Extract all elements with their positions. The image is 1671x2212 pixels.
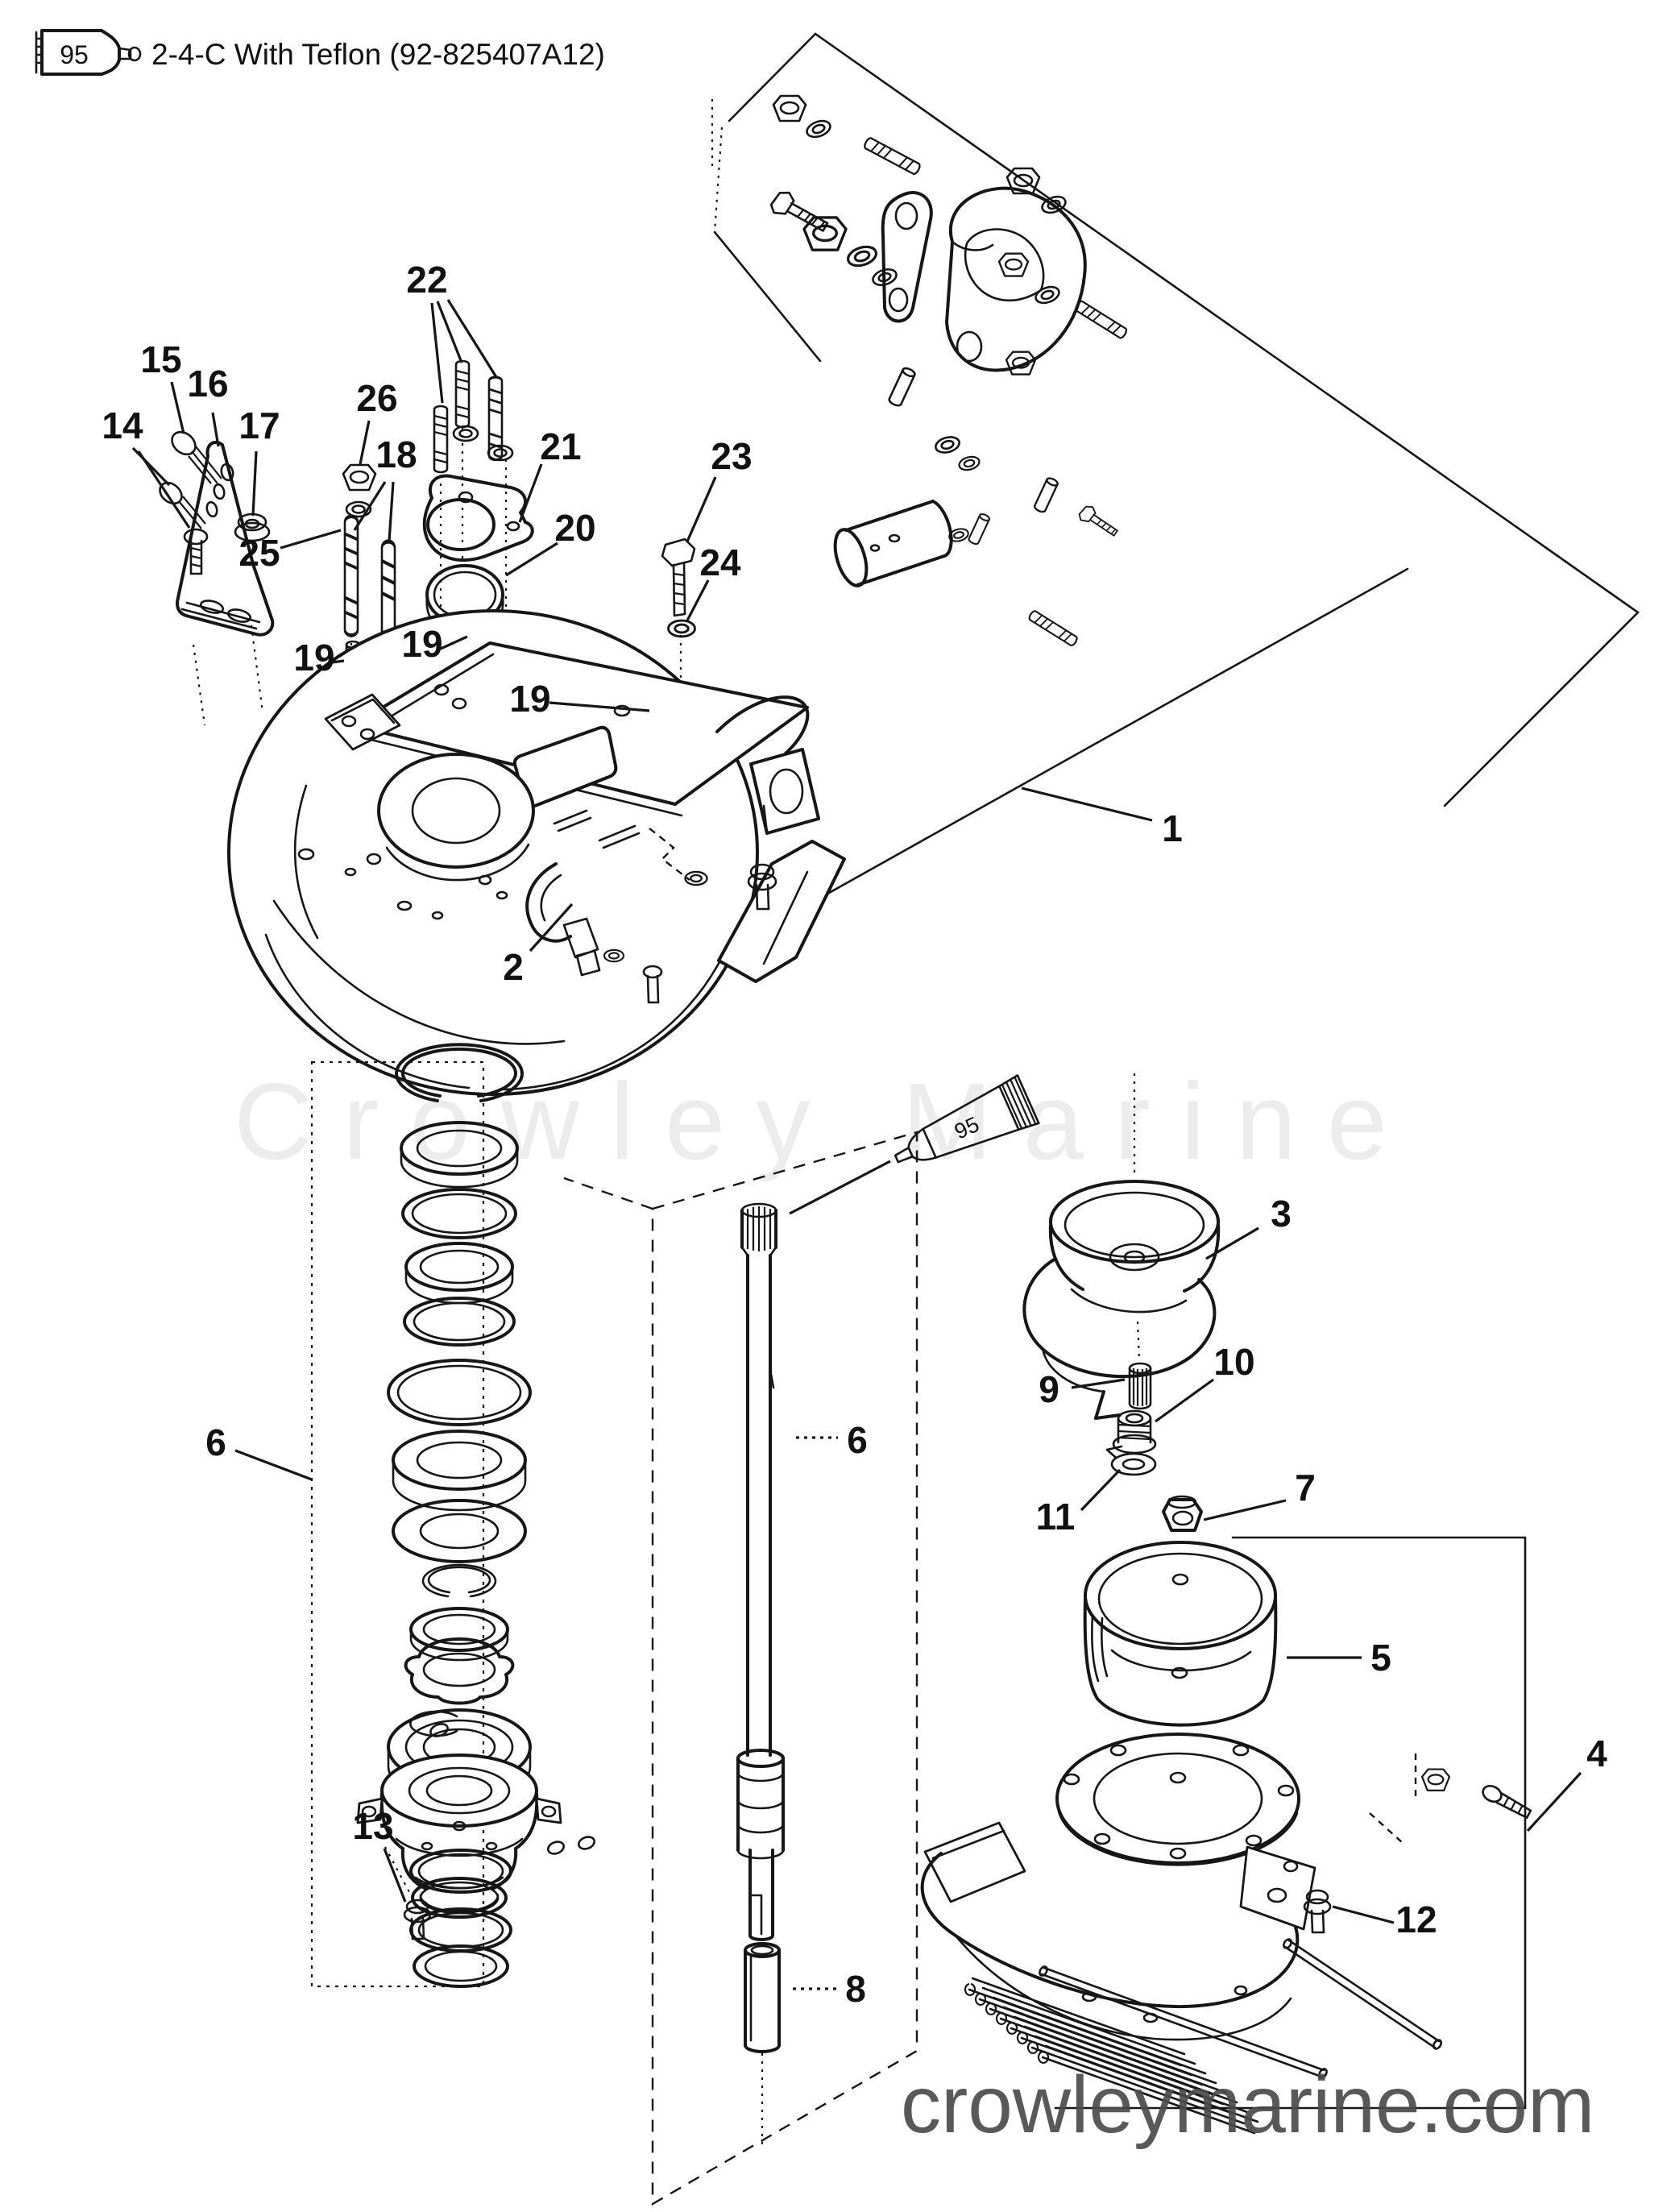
header-title: 2-4-C With Teflon (92-825407A12) xyxy=(151,38,605,71)
callout-4-label: 4 xyxy=(1586,1733,1607,1774)
callout-22-leader xyxy=(446,299,498,378)
callout-25-leader xyxy=(280,529,342,550)
callout-2-leader xyxy=(529,903,574,952)
callout-19a-leader xyxy=(331,659,345,664)
header-lube-label: 95 xyxy=(60,40,89,69)
tab-washer-11 xyxy=(1105,1445,1157,1476)
watermark-bottom: crowleymarine.com xyxy=(901,2060,1594,2150)
callout-19b-leader xyxy=(440,635,468,650)
wear-liner-5 xyxy=(1083,1541,1278,1727)
intake-grate xyxy=(964,1977,1259,2135)
bearing-seal-stack xyxy=(387,1043,532,1805)
callout-10-leader xyxy=(1155,1378,1214,1423)
locknut-17 xyxy=(234,513,271,542)
water-tube-hose xyxy=(525,862,601,977)
callout-21-leader xyxy=(518,463,543,523)
anode-bracket-16 xyxy=(176,440,275,637)
callout-18-leader xyxy=(353,481,387,531)
slab-cylinder xyxy=(833,500,953,587)
callout-16-leader xyxy=(211,412,220,447)
callout-22-label: 22 xyxy=(406,259,447,301)
callout-14-leader xyxy=(137,450,191,529)
callout-18-label: 18 xyxy=(375,434,417,475)
callout-26-leader xyxy=(359,420,371,465)
callout-5-label: 5 xyxy=(1370,1637,1391,1679)
stud-guide-lines xyxy=(192,427,682,809)
callout-11-label: 11 xyxy=(1036,1496,1076,1538)
callout-13-label: 13 xyxy=(352,1805,393,1847)
callout-16-label: 16 xyxy=(187,363,228,405)
pump-housing xyxy=(227,609,846,1096)
callout-7-label: 7 xyxy=(1295,1467,1316,1509)
callout-14-leader xyxy=(131,446,171,487)
callout-20-leader xyxy=(505,542,558,577)
washer-24 xyxy=(667,619,696,638)
hardware-cluster xyxy=(767,94,1129,648)
mount-bracket xyxy=(945,186,1087,372)
callout-2-label: 2 xyxy=(503,946,524,988)
impeller-nut-7 xyxy=(1162,1495,1203,1532)
callout-24-leader xyxy=(686,579,710,621)
callout-11-leader xyxy=(1080,1468,1122,1512)
callout-9-leader xyxy=(1071,1378,1126,1389)
callout-1-leader xyxy=(1021,786,1153,822)
link-plate xyxy=(881,190,933,323)
header-lube-icon: 95 xyxy=(35,29,142,76)
callout-8-label: 8 xyxy=(845,1968,866,2010)
grate-rod-a xyxy=(1282,1938,1443,2050)
callout-3-leader xyxy=(1205,1226,1259,1260)
callout-6a-label: 6 xyxy=(205,1421,226,1463)
callout-3-label: 3 xyxy=(1271,1193,1292,1235)
callout-19b-label: 19 xyxy=(401,623,442,665)
callout-21-label: 21 xyxy=(540,425,581,467)
callout-20-label: 20 xyxy=(554,507,595,549)
group-box-6-left xyxy=(310,1060,485,1988)
callout-6b-label: 6 xyxy=(847,1419,868,1461)
shaft-sleeve-8 xyxy=(744,1942,781,2145)
callout-13-leader xyxy=(383,1848,407,1903)
callout-1-label: 1 xyxy=(1162,807,1183,849)
bolt-23 xyxy=(661,537,696,617)
callout-12-leader xyxy=(1332,1905,1395,1924)
bearing-carrier xyxy=(356,1753,595,1988)
drive-shaft xyxy=(736,1202,785,1941)
group-box-4 xyxy=(1054,1536,1527,2110)
callout-6a-leader xyxy=(234,1449,313,1481)
callout-4-leader xyxy=(1526,1771,1582,1832)
locknut-26 xyxy=(342,463,377,518)
callout-7-leader xyxy=(1203,1499,1287,1521)
impeller xyxy=(1022,1073,1221,1420)
callout-14-label: 14 xyxy=(102,405,143,446)
callout-18-leader xyxy=(388,481,395,542)
callout-19a-label: 19 xyxy=(293,637,334,679)
callout-19c-label: 19 xyxy=(509,678,550,720)
callout-23-label: 23 xyxy=(711,435,752,477)
studs-22 xyxy=(433,359,514,474)
callout-23-leader xyxy=(686,476,717,542)
callout-9-label: 9 xyxy=(1039,1368,1059,1410)
callout-12-label: 12 xyxy=(1395,1899,1437,1940)
callout-15-label: 15 xyxy=(140,338,181,380)
spline-sleeve-9 xyxy=(1128,1362,1152,1410)
callout-19c-leader xyxy=(549,701,650,712)
callout-15-leader xyxy=(170,381,185,434)
callout-22-leader xyxy=(436,301,463,363)
group-box-6-mid xyxy=(651,1131,918,2206)
callout-26-label: 26 xyxy=(356,377,397,419)
callout-25-label: 25 xyxy=(238,532,280,574)
grate-rod-b xyxy=(1039,1965,1328,2079)
callout-10-label: 10 xyxy=(1213,1341,1254,1383)
callout-17-label: 17 xyxy=(238,405,280,446)
callout-17-leader xyxy=(251,450,258,517)
callout-22-leader xyxy=(430,302,444,404)
callout-24-label: 24 xyxy=(699,542,741,583)
guide-dash-left xyxy=(563,1177,653,1210)
gasket-21 xyxy=(422,474,534,562)
